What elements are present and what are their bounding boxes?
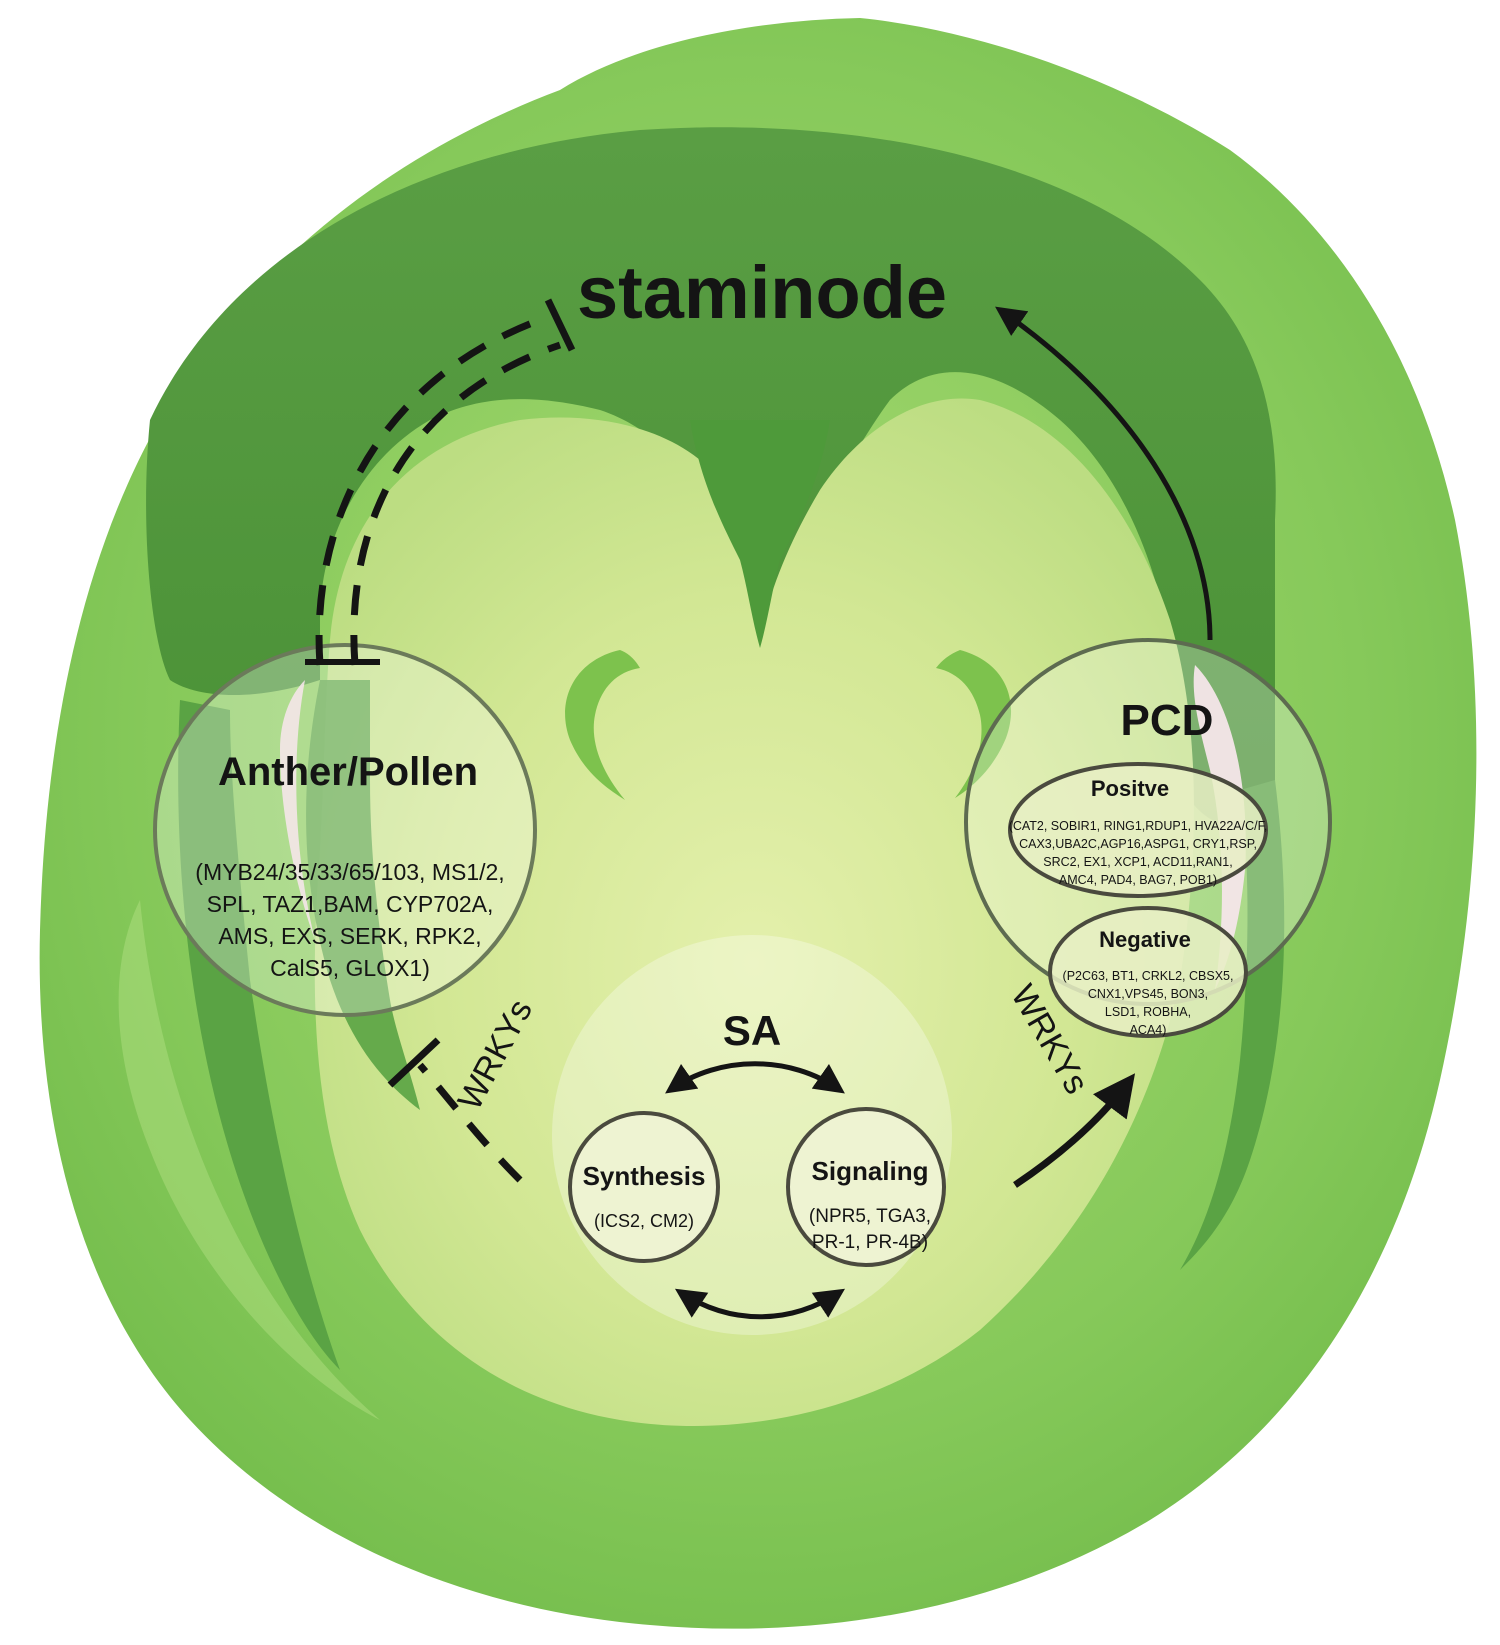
dashed-inhibition-left (417, 1062, 523, 1183)
left-crescent (565, 650, 640, 800)
sa-to-pcd-arrow (1013, 1073, 1136, 1188)
negative-gene-line-2: CNX1,VPS45, BON3, (1088, 987, 1208, 1001)
sa-label: SA (723, 1007, 781, 1054)
synthesis-label: Synthesis (583, 1161, 706, 1191)
inhibition-bar-left (387, 1037, 441, 1088)
synthesis-gene-line-1: (ICS2, CM2) (594, 1211, 694, 1231)
positive-gene-line-4: AMC4, PAD4, BAG7, POB1) (1059, 873, 1217, 887)
right-sepal (1180, 780, 1285, 1270)
anther-gene-line-4: CalS5, GLOX1) (270, 955, 430, 981)
positive-label: Positve (1091, 776, 1169, 801)
negative-gene-line-3: LSD1, ROBHA, (1105, 1005, 1191, 1019)
positive-gene-line-1: (CAT2, SOBIR1, RING1,RDUP1, HVA22A/C/F, (1009, 819, 1268, 833)
anther-gene-line-2: SPL, TAZ1,BAM, CYP702A, (207, 891, 494, 917)
right-crescent (936, 650, 1012, 798)
sa-arrow-bottom (674, 1288, 846, 1320)
negative-label: Negative (1099, 927, 1191, 952)
signaling-gene-line-1: (NPR5, TGA3, (809, 1206, 931, 1227)
anther-pollen-circle (153, 643, 537, 1017)
anther-pollen-label: Anther/Pollen (218, 750, 478, 794)
synthesis-circle (568, 1111, 720, 1263)
bud-highlight-left (118, 900, 381, 1420)
left-petal-pink (280, 680, 315, 940)
positive-ellipse (1008, 762, 1268, 898)
anther-gene-line-3: AMS, EXS, SERK, RPK2, (218, 923, 481, 949)
signaling-circle (786, 1107, 946, 1267)
anther-gene-line-1: (MYB24/35/33/65/103, MS1/2, (195, 859, 504, 885)
left-petal-strand (306, 680, 420, 1110)
signaling-label: Signaling (812, 1156, 929, 1186)
positive-gene-line-2: CAX3,UBA2C,AGP16,ASPG1, CRY1,RSP, (1019, 837, 1257, 851)
negative-gene-line-4: ACA4) (1130, 1023, 1167, 1037)
dashed-inhibition-inner (350, 341, 562, 666)
positive-gene-line-3: SRC2, EX1, XCP1, ACD11,RAN1, (1043, 855, 1232, 869)
inhibition-bar-top (544, 298, 576, 352)
staminode-title: staminode (577, 251, 947, 334)
left-sepal (178, 700, 340, 1370)
signaling-gene-line-2: PR-1, PR-4B) (812, 1232, 928, 1253)
pcd-to-staminode-arrow (995, 306, 1213, 641)
negative-gene-line-1: (P2C63, BT1, CRKL2, CBSX5, (1063, 969, 1234, 983)
central-drip (690, 420, 830, 648)
sa-arrow-top (665, 1061, 845, 1094)
negative-ellipse (1048, 906, 1248, 1038)
pcd-label: PCD (1121, 696, 1214, 745)
dashed-inhibition-outer (315, 316, 542, 666)
